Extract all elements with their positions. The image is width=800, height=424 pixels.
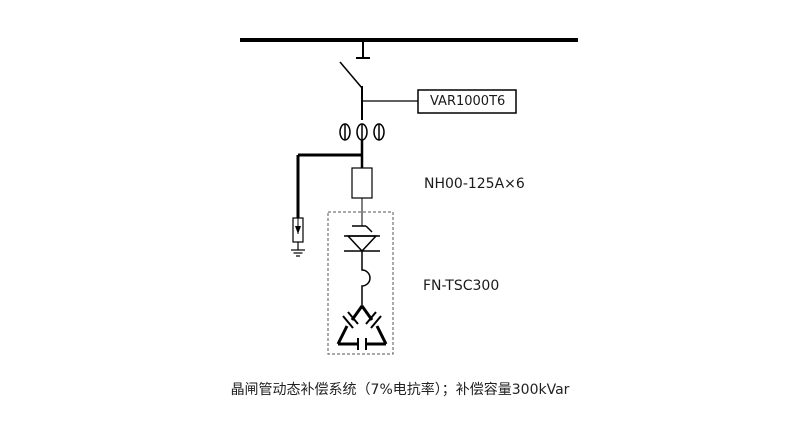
reactor-icon bbox=[361, 266, 371, 292]
ground-icon bbox=[291, 242, 305, 257]
surge-arrester-icon bbox=[292, 217, 304, 243]
meter-connection bbox=[362, 89, 517, 114]
fuse-icon bbox=[351, 167, 373, 226]
tsc-unit-enclosure bbox=[327, 211, 394, 355]
arrester-branch bbox=[296, 153, 362, 218]
capacitor-bank-icon bbox=[336, 305, 388, 350]
tsc-unit-label: FN-TSC300 bbox=[423, 278, 500, 294]
thyristor-icon bbox=[344, 225, 380, 266]
breaker-label: NH00-125A×6 bbox=[424, 176, 525, 192]
current-transformer-icon bbox=[339, 123, 385, 141]
meter-box bbox=[417, 89, 517, 114]
disconnect-switch-icon bbox=[339, 61, 363, 120]
diagram-caption: 晶闸管动态补偿系统（7%电抗率）；补偿容量300kVar bbox=[230, 382, 570, 398]
meter-label: VAR1000T6 bbox=[430, 94, 506, 109]
